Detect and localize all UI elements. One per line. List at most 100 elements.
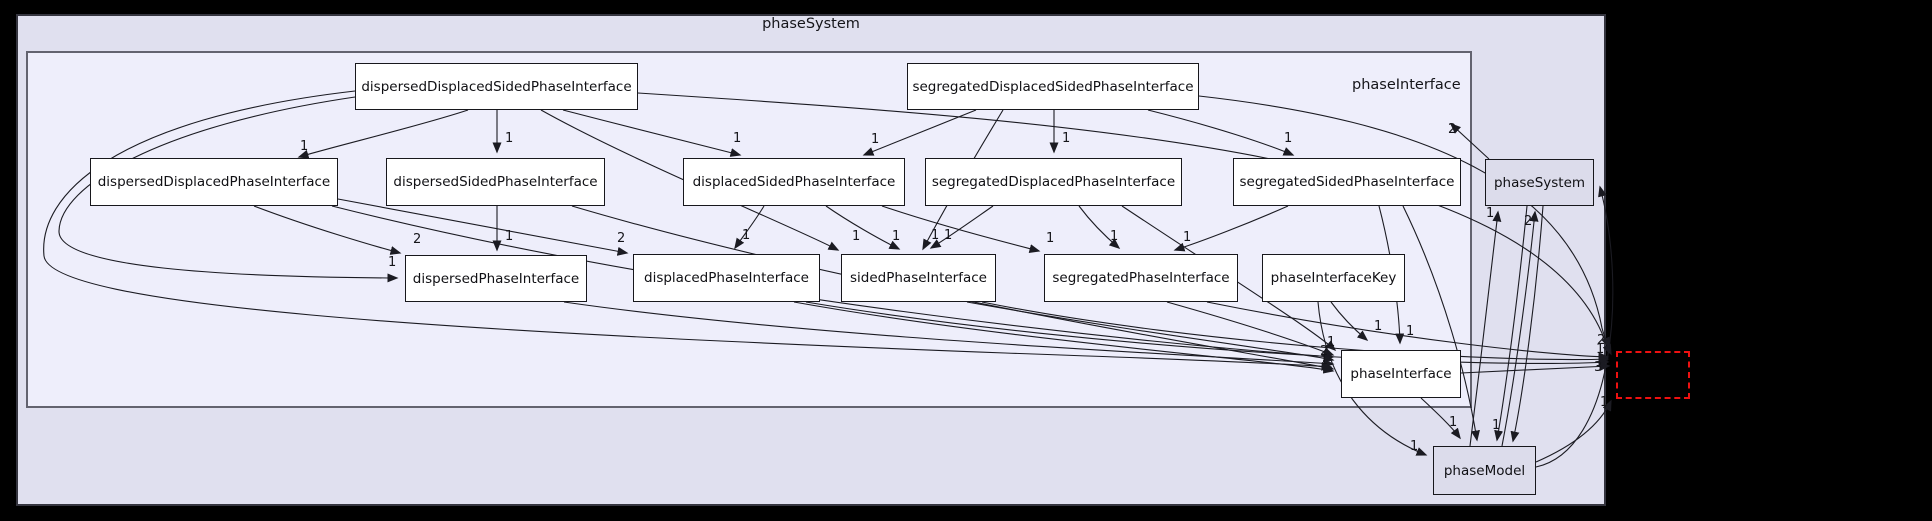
edge-M-O — [1317, 301, 1428, 456]
edge-F-K — [929, 205, 994, 249]
edge-O-R — [1535, 399, 1612, 463]
edge-label: 1 — [931, 228, 939, 243]
cluster-label-phaseInterface[interactable]: phaseInterface — [1352, 77, 1461, 93]
edge-label: 1 — [505, 131, 513, 146]
cluster-label-phaseSystem[interactable]: phaseSystem — [762, 16, 860, 32]
edge-label: 1 — [388, 255, 396, 270]
edge-label: 1 — [871, 132, 879, 147]
node-dispersedPhaseInterface[interactable]: dispersedPhaseInterface — [405, 255, 587, 302]
edge-L-N — [1166, 301, 1335, 356]
edge-A-I — [58, 96, 399, 283]
node-phaseInterface[interactable]: phaseInterface — [1341, 350, 1461, 398]
edge-M-N — [1330, 301, 1369, 341]
edge-label: 1 — [1492, 418, 1500, 433]
node-label: segregatedPhaseInterface — [1052, 270, 1230, 286]
edge-label: 1 — [1062, 131, 1070, 146]
edge-label: 1 — [300, 139, 308, 154]
edge-label: 1 — [1596, 342, 1604, 357]
node-label: dispersedDisplacedPhaseInterface — [97, 174, 331, 190]
node-label: segregatedDisplacedSidedPhaseInterface — [912, 78, 1194, 95]
edge-label: 1 — [1110, 229, 1118, 244]
node-label: dispersedSidedPhaseInterface — [393, 174, 598, 190]
edge-label: 2 — [1597, 333, 1605, 348]
node-dispersedSidedPhaseInterface[interactable]: dispersedSidedPhaseInterface — [386, 158, 605, 206]
node-external-truncated[interactable] — [1616, 351, 1690, 399]
edge-A-R — [637, 92, 1612, 356]
node-segregatedDisplacedPhaseInterface[interactable]: segregatedDisplacedPhaseInterface — [925, 158, 1182, 206]
edge-B-E — [862, 109, 977, 156]
edge-G-L — [1173, 205, 1289, 252]
edge-F-N — [1121, 205, 1337, 352]
edge-I-N — [563, 301, 1335, 368]
edge-label: 1 — [1486, 206, 1494, 221]
edge-H-O-2 — [1510, 205, 1544, 443]
node-phaseModel[interactable]: phaseModel — [1433, 446, 1536, 495]
edge-label: 3 — [1594, 360, 1602, 375]
node-label: segregatedSidedPhaseInterface — [1239, 174, 1455, 190]
edge-L-R — [1206, 301, 1610, 362]
edge-label: 1 — [1374, 319, 1382, 334]
edge-O-H-2 — [1501, 210, 1539, 447]
edge-label: 2 — [1320, 344, 1328, 359]
edge-label: 1 — [742, 228, 750, 243]
edge-label: 1 — [1327, 335, 1335, 350]
edge-A-N — [43, 90, 1333, 371]
edge-D-N — [571, 205, 1335, 372]
edge-N-O — [1420, 397, 1461, 440]
node-label: phaseInterfaceKey — [1270, 270, 1397, 286]
node-dispersedDisplacedPhaseInterface[interactable]: dispersedDisplacedPhaseInterface — [90, 158, 338, 206]
node-label: sidedPhaseInterface — [850, 270, 987, 286]
node-sidedPhaseInterface[interactable]: sidedPhaseInterface — [841, 254, 996, 302]
edge-label: 1 — [1410, 439, 1418, 454]
edge-label: 2 — [1524, 214, 1532, 229]
node-label: dispersedDisplacedSidedPhaseInterface — [361, 78, 632, 95]
edge-C-I — [253, 205, 402, 255]
node-label: phaseModel — [1443, 462, 1526, 479]
edge-K-R — [981, 301, 1610, 364]
edge-F-L — [1078, 205, 1121, 249]
edge-label: 2 — [1448, 122, 1456, 137]
edge-label: 1 — [1449, 415, 1457, 430]
node-phaseSystem[interactable]: phaseSystem — [1485, 159, 1594, 206]
node-displacedSidedPhaseInterface[interactable]: displacedSidedPhaseInterface — [683, 158, 905, 206]
node-displacedPhaseInterface[interactable]: displacedPhaseInterface — [633, 254, 820, 302]
edge-H-O-1 — [1494, 205, 1528, 442]
node-segregatedPhaseInterface[interactable]: segregatedPhaseInterface — [1044, 254, 1238, 302]
edge-E-K — [825, 205, 901, 250]
edge-O-H-1 — [1469, 210, 1502, 447]
edge-label: 1 — [1406, 324, 1414, 339]
node-label: phaseInterface — [1350, 366, 1452, 382]
edge-label: 1 — [1046, 231, 1054, 246]
edge-label: 1 — [1320, 353, 1328, 368]
node-segregatedDisplacedSidedPhaseInterface[interactable]: segregatedDisplacedSidedPhaseInterface — [907, 63, 1199, 110]
edge-A-C — [297, 109, 469, 159]
edge-G-O — [1402, 205, 1480, 442]
edge-B-R — [1198, 95, 1610, 349]
edge-N-R — [1460, 361, 1611, 374]
edge-label: 1 — [1284, 131, 1292, 146]
edge-label: 1 — [1600, 395, 1608, 410]
edge-label: 1 — [944, 228, 952, 243]
edge-A-E — [562, 109, 742, 157]
node-segregatedSidedPhaseInterface[interactable]: segregatedSidedPhaseInterface — [1233, 158, 1461, 206]
node-label: segregatedDisplacedPhaseInterface — [931, 174, 1176, 190]
edge-C-J — [337, 198, 629, 256]
edge-J-R — [805, 301, 1610, 368]
node-label: dispersedPhaseInterface — [412, 270, 580, 287]
edge-label: 1 — [733, 131, 741, 146]
edge-J-N — [793, 301, 1335, 374]
node-dispersedDisplacedSidedPhaseInterface[interactable]: dispersedDisplacedSidedPhaseInterface — [355, 63, 638, 110]
node-phaseInterfaceKey[interactable]: phaseInterfaceKey — [1262, 254, 1405, 302]
edge-H-innercluster — [1449, 122, 1490, 160]
edge-C-N — [331, 205, 1335, 361]
edge-B-G — [1147, 109, 1295, 156]
edge-label: 1 — [892, 229, 900, 244]
edge-E-L — [881, 205, 1041, 253]
edge-label: 1 — [1183, 230, 1191, 245]
edge-label: 1 — [505, 229, 513, 244]
edge-E-J — [734, 205, 765, 250]
node-label: displacedPhaseInterface — [644, 270, 809, 286]
edge-label: 2 — [413, 232, 421, 247]
edge-label: 2 — [617, 231, 625, 246]
